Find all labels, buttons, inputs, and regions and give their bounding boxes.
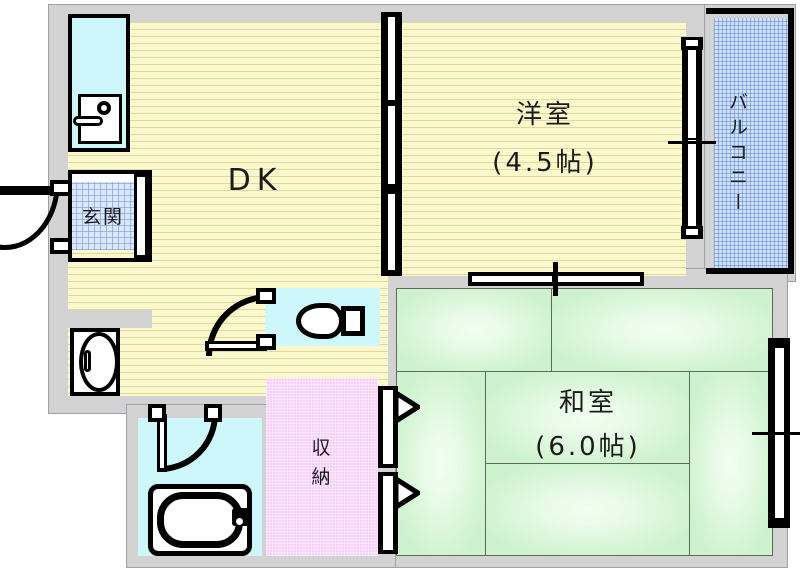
room-closet-floor [266,378,378,556]
room-label-dk: DK [227,163,283,198]
toilet-door-leaf-fill [209,344,263,348]
room-label-washitsu-name: 和室 [558,388,617,418]
room-balcony-floor [714,18,790,274]
yw-door-center-mullion [553,262,558,296]
room-label-washitsu-size: (6.0帖) [535,432,641,462]
bathroom-jamb-left [148,404,166,422]
balcony-rail [706,8,794,274]
closet-fusuma-lower-panel [383,476,393,550]
washitsu-window-mullion [752,432,800,435]
counter-strip [68,310,152,328]
partition-panel-upper[interactable] [386,104,397,186]
entrance-jamb-top [50,180,72,196]
toilet-jamb-bottom [256,334,276,350]
room-label-genkan: 玄関 [81,206,124,228]
yw-door-glass-left [472,276,552,282]
toilet-bowl [296,303,344,339]
room-genkan-floor [70,182,136,250]
room-label-balcony: バルコニー [726,91,748,217]
washitsu-window-sash-lower [775,435,784,518]
bathroom-door-leaf-fill [160,418,164,468]
room-label-yoshitsu-name: 洋室 [515,100,574,130]
closet-arrow-lower-icon [394,477,420,509]
balcony-window-cap-bottom-fill [686,229,698,235]
genkan-shoe-cabinet [134,174,148,258]
sink-faucet-knob [97,101,111,115]
tatami-mat [689,371,773,556]
bathtub-inner [157,492,243,548]
closet-fusuma-upper-panel [383,390,393,464]
partition-panel-lower[interactable] [386,192,397,272]
entrance-jamb-bottom [50,238,72,254]
yw-door-glass-right [558,276,640,282]
balcony-window-frame[interactable] [682,38,702,238]
tatami-mat [551,288,773,372]
toilet-jamb-top [256,288,276,304]
bathroom-door-swing[interactable] [160,414,218,472]
room-label-closet-2: 納 [311,466,333,488]
room-label-closet-1: 収 [311,437,333,459]
genkan-step [72,174,134,182]
room-yoshitsu-floor [400,22,686,276]
entrance-door-leaf[interactable] [0,186,60,195]
closet-arrow-upper-icon [394,391,420,423]
balcony-window-sash-lower [688,140,696,228]
tatami-mat [485,371,690,464]
bathroom-jamb-right [204,404,222,422]
entrance-door-swing[interactable] [0,182,60,250]
toilet-door-swing[interactable] [206,294,268,356]
balcony-window-sash-upper [688,48,696,138]
partition-panel-solid [388,17,395,100]
wash-basin-faucet [84,350,91,372]
tatami-mat [485,463,690,556]
bathtub-drain [236,518,243,525]
tatami-mat [396,288,552,372]
balcony-window-cap-top-fill [686,40,698,46]
genkan-frame [68,170,152,262]
room-label-yoshitsu-size: (4.5帖) [492,148,598,178]
toilet-tank [341,306,365,336]
washitsu-window-sash-upper [775,348,784,433]
balcony-window-mullion [668,141,716,144]
sink-faucet-spout [73,116,103,126]
